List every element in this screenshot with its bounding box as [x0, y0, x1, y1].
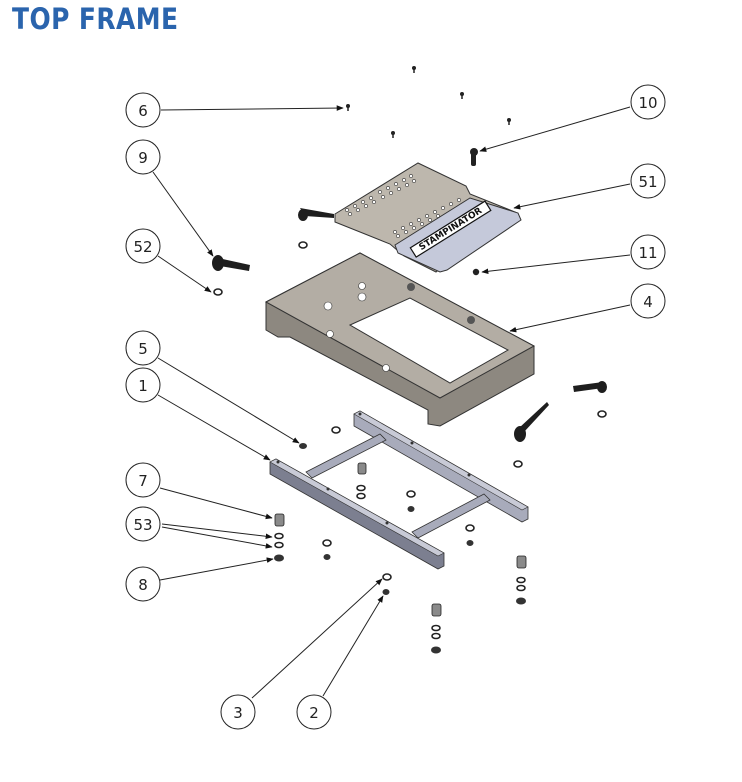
balloon-3: 3	[220, 694, 256, 730]
screw-icon	[507, 118, 511, 125]
screws-group	[346, 66, 511, 138]
clamping-lever-icon	[573, 381, 607, 393]
washer-icon	[597, 410, 607, 418]
washer-icon	[213, 288, 223, 296]
balloon-label: 7	[138, 472, 148, 490]
balloon-6: 6	[125, 92, 161, 128]
balloon-label: 8	[138, 576, 148, 594]
balloon-label: 11	[638, 244, 657, 262]
balloon-label: 51	[638, 173, 657, 191]
balloon-label: 6	[138, 102, 148, 120]
balloon-label: 1	[138, 377, 148, 395]
screw-icon	[346, 104, 350, 111]
square-tube-frame	[269, 410, 529, 570]
balloon-11: 11	[630, 234, 666, 270]
clamping-lever-icon	[470, 148, 478, 166]
spacer-icon	[516, 555, 527, 569]
plate-holes	[345, 174, 461, 238]
spacer-icon	[274, 513, 285, 527]
balloon-7: 7	[125, 462, 161, 498]
screw-icon	[391, 131, 395, 138]
balloon-label: 2	[309, 704, 319, 722]
screw-icon	[460, 92, 464, 99]
spacer-icon	[431, 603, 442, 617]
balloon-53: 53	[125, 506, 161, 542]
bolt-washer-icon	[299, 443, 307, 449]
balloon-1: 1	[125, 367, 161, 403]
spacer-icon	[357, 462, 367, 475]
balloon-9: 9	[125, 139, 161, 175]
clamping-lever-icon	[514, 402, 549, 442]
balloon-label: 9	[138, 149, 148, 167]
clamping-lever-icon	[298, 208, 334, 221]
base-plate	[264, 252, 536, 427]
page-title: TOP FRAME	[12, 2, 179, 36]
hardware-group	[274, 426, 527, 654]
balloon-51: 51	[630, 163, 666, 199]
balloon-label: 53	[133, 516, 152, 534]
balloon-8: 8	[125, 566, 161, 602]
screw-icon	[472, 268, 480, 276]
balloon-2: 2	[296, 694, 332, 730]
balloon-label: 4	[643, 293, 653, 311]
balloon-label: 10	[638, 94, 657, 112]
balloon-10: 10	[630, 84, 666, 120]
leader-lines	[152, 105, 631, 699]
balloon-4: 4	[630, 283, 666, 319]
balloon-5: 5	[125, 330, 161, 366]
balloon-label: 3	[233, 704, 243, 722]
balloon-label: 5	[138, 340, 148, 358]
adjustable-lever-icon	[212, 255, 250, 271]
balloon-label: 52	[133, 238, 152, 256]
screw-icon	[412, 66, 416, 73]
balloon-52: 52	[125, 228, 161, 264]
washer-icon	[513, 460, 523, 468]
washer-icon	[298, 241, 308, 249]
